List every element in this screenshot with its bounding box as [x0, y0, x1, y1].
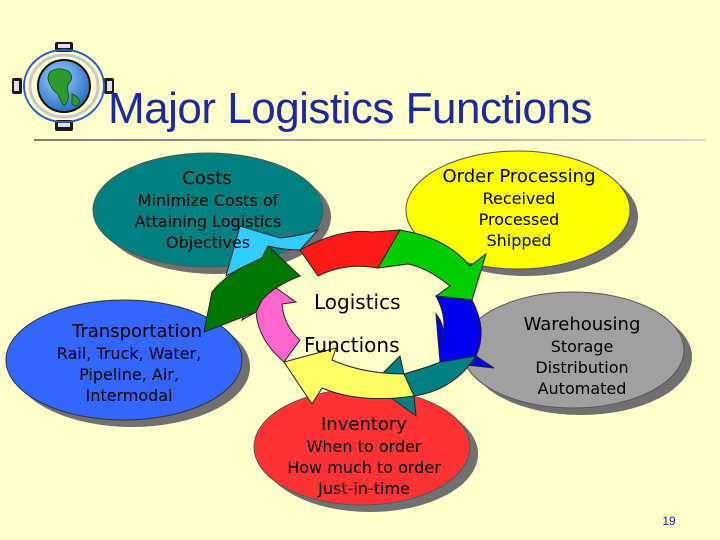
- transportation-node: [5, 299, 243, 421]
- center-label-line1: Logistics: [314, 290, 401, 314]
- warehousing-line: Automated: [537, 379, 627, 398]
- ring-segment-blue: [435, 295, 495, 369]
- order-processing-text: Order Processing Received Processed Ship…: [414, 166, 624, 251]
- center-label-line2: Functions: [304, 333, 400, 357]
- costs-line: Objectives: [165, 233, 251, 252]
- transportation-text: Transportation Rail, Truck, Water, Pipel…: [24, 321, 234, 406]
- inventory-line: How much to order: [287, 458, 441, 477]
- transportation-line: Rail, Truck, Water,: [56, 344, 202, 363]
- globe-logo-icon: [12, 42, 114, 131]
- page-title: Major Logistics Functions: [108, 84, 592, 133]
- warehousing-line: Storage: [550, 337, 614, 356]
- transportation-heading: Transportation: [72, 321, 202, 342]
- costs-line: Attaining Logistics: [134, 212, 282, 231]
- ring-segment-light-blue: [225, 225, 320, 278]
- inventory-line: When to order: [306, 437, 422, 456]
- inventory-line: Just-in-time: [318, 479, 410, 498]
- warehousing-heading: Warehousing: [523, 314, 641, 335]
- order-processing-line: Shipped: [486, 231, 552, 250]
- order-processing-line: Received: [482, 189, 556, 208]
- inventory-heading: Inventory: [321, 414, 407, 435]
- order-processing-heading: Order Processing: [442, 166, 596, 187]
- transportation-line: Pipeline, Air,: [79, 365, 179, 384]
- costs-heading: Costs: [182, 168, 232, 189]
- costs-text: Costs Minimize Costs of Attaining Logist…: [104, 168, 312, 253]
- costs-line: Minimize Costs of: [137, 191, 279, 210]
- warehousing-line: Distribution: [535, 358, 629, 377]
- transportation-line: Intermodal: [85, 386, 173, 405]
- order-processing-node: [405, 150, 631, 270]
- cycle-arrow-ring: [203, 225, 495, 418]
- order-processing-line: Processed: [478, 210, 560, 229]
- page-number: 19: [662, 514, 676, 528]
- warehousing-text: Warehousing Storage Distribution Automat…: [480, 314, 684, 399]
- title-divider: [34, 139, 706, 141]
- inventory-text: Inventory When to order How much to orde…: [264, 414, 464, 499]
